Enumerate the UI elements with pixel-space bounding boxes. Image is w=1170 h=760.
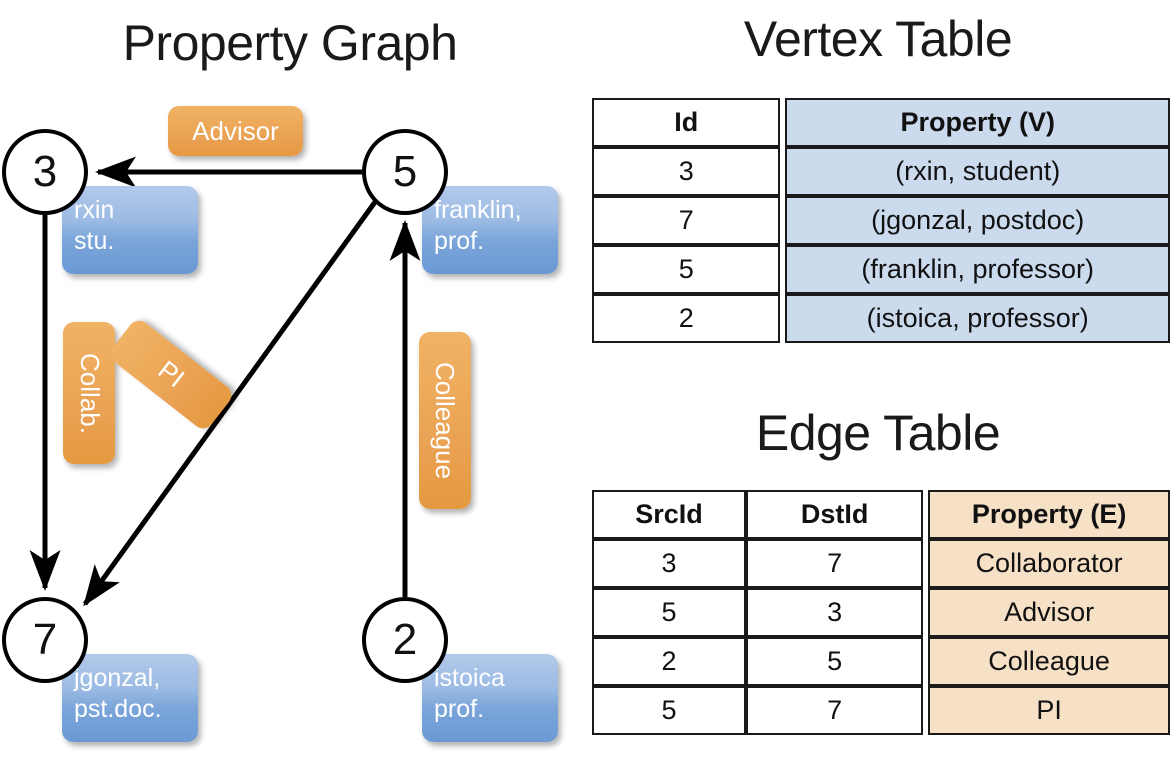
vertex-cell-property: (istoica, professor) bbox=[785, 294, 1170, 343]
edge-label-pi-text: PI bbox=[152, 354, 191, 394]
edge-table-header-row: SrcId DstId Property (E) bbox=[592, 490, 1170, 539]
edge-label-advisor-text: Advisor bbox=[192, 115, 279, 146]
vertex-table-header-id: Id bbox=[592, 98, 781, 147]
vertex-cell-id: 3 bbox=[592, 147, 781, 196]
table-row: 2 5 Colleague bbox=[592, 637, 1170, 686]
graph-node-5-label: 5 bbox=[392, 147, 418, 196]
table-row: 5 (franklin, professor) bbox=[592, 245, 1170, 294]
vertex-cell-id: 2 bbox=[592, 294, 781, 343]
edge-table-header-srcid: SrcId bbox=[592, 490, 746, 539]
edge-cell-property: Collaborator bbox=[928, 539, 1170, 588]
vertex-table-header-row: Id Property (V) bbox=[592, 98, 1170, 147]
edge-cell-property: PI bbox=[928, 686, 1170, 735]
node-property-box-3[interactable]: rxin stu. bbox=[62, 186, 198, 274]
edge-cell-dstid: 7 bbox=[745, 686, 924, 735]
edge-cell-srcid: 5 bbox=[592, 686, 746, 735]
vertex-table-header-property: Property (V) bbox=[785, 98, 1170, 147]
edge-label-colleague[interactable]: Colleague bbox=[419, 332, 471, 509]
edge-table-header-property: Property (E) bbox=[928, 490, 1170, 539]
table-row: 7 (jgonzal, postdoc) bbox=[592, 196, 1170, 245]
graph-node-2-label: 2 bbox=[392, 615, 418, 664]
edge-label-collab[interactable]: Collab. bbox=[63, 322, 115, 464]
node-property-box-2[interactable]: istoica prof. bbox=[422, 654, 558, 742]
edge-label-advisor[interactable]: Advisor bbox=[168, 106, 303, 156]
graph-node-5[interactable]: 5 bbox=[362, 129, 448, 215]
node-property-box-7[interactable]: jgonzal, pst.doc. bbox=[62, 654, 198, 742]
vertex-cell-property: (rxin, student) bbox=[785, 147, 1170, 196]
graph-node-3-label: 3 bbox=[32, 147, 58, 196]
property-graph-panel: Property Graph Advisor Collab. PI Collea… bbox=[0, 0, 580, 760]
edge-label-pi[interactable]: PI bbox=[106, 316, 236, 433]
table-row: 5 7 PI bbox=[592, 686, 1170, 735]
edge-cell-srcid: 3 bbox=[592, 539, 746, 588]
edge-cell-srcid: 5 bbox=[592, 588, 746, 637]
graph-node-3[interactable]: 3 bbox=[2, 129, 88, 215]
node-property-box-5[interactable]: franklin, prof. bbox=[422, 186, 558, 274]
graph-node-7-label: 7 bbox=[32, 615, 58, 664]
edge-cell-dstid: 7 bbox=[745, 539, 924, 588]
graph-node-7[interactable]: 7 bbox=[2, 597, 88, 683]
vertex-table: Id Property (V) 3 (rxin, student) 7 (jgo… bbox=[592, 98, 1170, 343]
vertex-cell-property: (franklin, professor) bbox=[785, 245, 1170, 294]
edge-label-colleague-text: Colleague bbox=[430, 361, 461, 480]
edge-cell-property: Colleague bbox=[928, 637, 1170, 686]
edge-cell-dstid: 3 bbox=[745, 588, 924, 637]
edge-table: SrcId DstId Property (E) 3 7 Collaborato… bbox=[592, 490, 1170, 735]
edge-cell-dstid: 5 bbox=[745, 637, 924, 686]
graph-node-2[interactable]: 2 bbox=[362, 597, 448, 683]
edge-table-header-dstid: DstId bbox=[745, 490, 924, 539]
table-row: 3 (rxin, student) bbox=[592, 147, 1170, 196]
page-title-vertex-table: Vertex Table bbox=[743, 11, 1013, 67]
table-row: 5 3 Advisor bbox=[592, 588, 1170, 637]
vertex-cell-id: 5 bbox=[592, 245, 781, 294]
edge-label-collab-text: Collab. bbox=[74, 352, 105, 434]
vertex-cell-property: (jgonzal, postdoc) bbox=[785, 196, 1170, 245]
vertex-cell-id: 7 bbox=[592, 196, 781, 245]
edge-cell-property: Advisor bbox=[928, 588, 1170, 637]
page-title-property-graph: Property Graph bbox=[122, 15, 458, 71]
table-row: 2 (istoica, professor) bbox=[592, 294, 1170, 343]
edge-cell-srcid: 2 bbox=[592, 637, 746, 686]
page-title-edge-table: Edge Table bbox=[755, 405, 1001, 461]
table-row: 3 7 Collaborator bbox=[592, 539, 1170, 588]
